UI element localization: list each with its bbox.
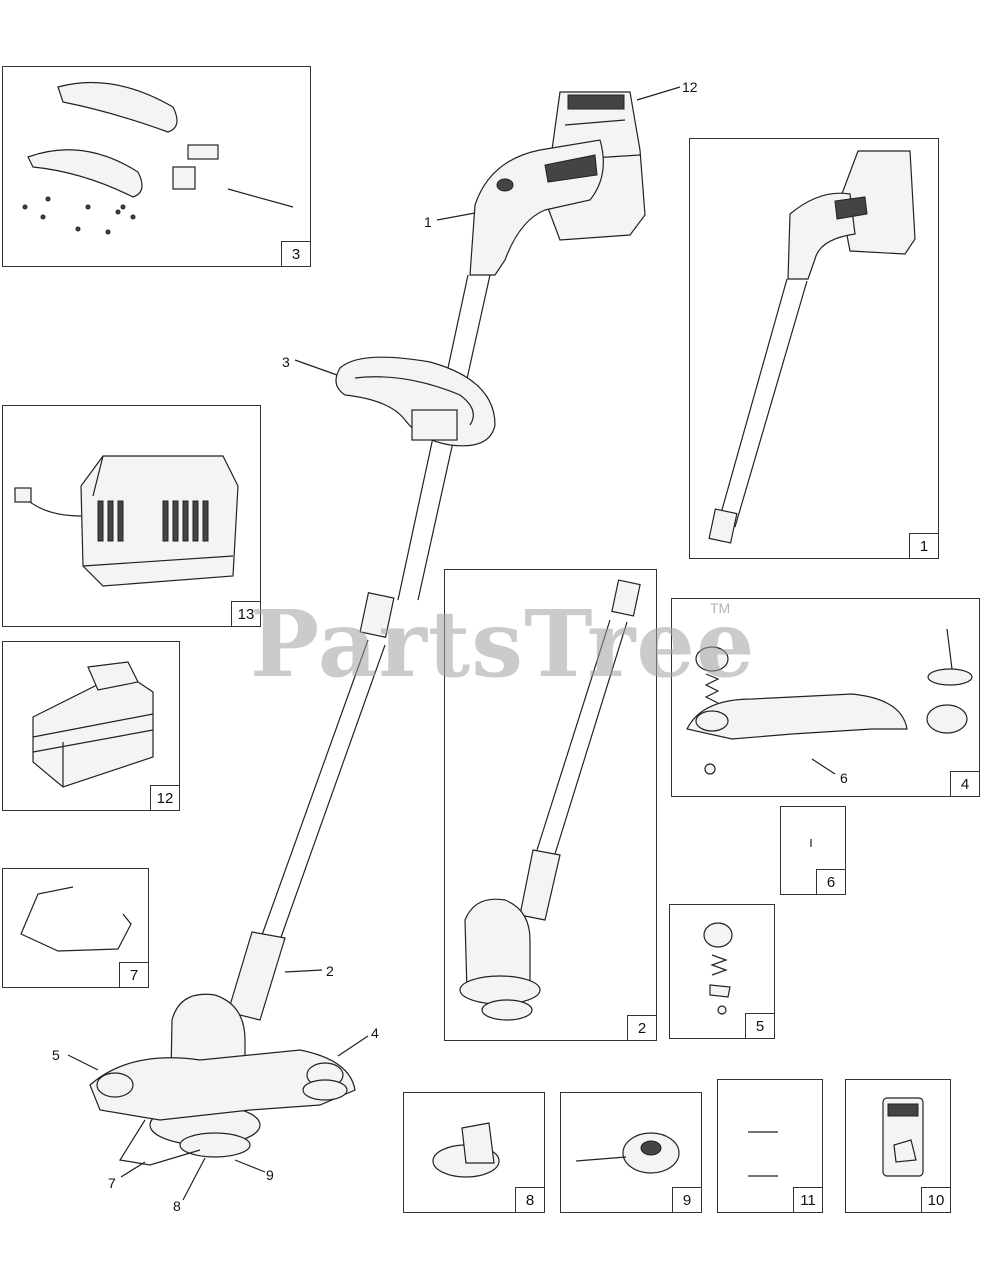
panel-1: 1 <box>689 138 939 559</box>
callout-3: 3 <box>282 354 290 370</box>
battery-drawing <box>32 661 154 788</box>
panel-9-number: 9 <box>672 1187 702 1213</box>
knob-spring-drawing <box>703 922 733 1015</box>
panel-10-number: 10 <box>921 1187 951 1213</box>
panel-13: 13 <box>2 405 261 627</box>
lower-shaft-assembly-drawing <box>459 579 641 1021</box>
panel-10: 10 <box>845 1079 951 1213</box>
panel-2-number: 2 <box>627 1015 657 1041</box>
panel-6: 6 <box>780 806 846 895</box>
panel-8-number: 8 <box>515 1187 545 1213</box>
spool-cover-drawing <box>432 1122 500 1178</box>
callout-12: 12 <box>682 79 698 95</box>
panel-8: 8 <box>403 1092 545 1213</box>
panel-7-number: 7 <box>119 962 149 988</box>
charger-drawing <box>14 455 239 587</box>
handle-drawing <box>469 139 604 276</box>
decal-drawing <box>882 1097 924 1177</box>
panel-9: 9 <box>560 1092 702 1213</box>
callout-9: 9 <box>266 1167 274 1183</box>
upper-shaft-assembly-drawing <box>708 150 916 544</box>
panel-12: 12 <box>2 641 180 811</box>
panel-4-callout-6: 6 <box>840 770 848 786</box>
watermark-trademark: TM <box>710 600 731 616</box>
callout-8: 8 <box>173 1198 181 1214</box>
aux-handle-kit-drawing <box>22 81 294 235</box>
guard-assembly-drawing <box>686 628 973 775</box>
panel-3: 3 <box>2 66 311 267</box>
panel-4-number: 4 <box>950 771 980 797</box>
wire-guard-drawing <box>20 886 132 952</box>
panel-6-number: 6 <box>816 869 846 895</box>
pins-drawing <box>748 1131 778 1177</box>
trimmer-head-drawing <box>89 993 356 1166</box>
panel-11-number: 11 <box>793 1187 823 1213</box>
panel-13-number: 13 <box>231 601 261 627</box>
spool-drawing <box>575 1132 680 1174</box>
callout-7: 7 <box>108 1175 116 1191</box>
panel-11: 11 <box>717 1079 823 1213</box>
panel-7: 7 <box>2 868 149 988</box>
callout-2: 2 <box>326 963 334 979</box>
auxiliary-handle-drawing <box>335 356 496 447</box>
panel-3-number: 3 <box>281 241 311 267</box>
panel-1-number: 1 <box>909 533 939 559</box>
panel-5: 5 <box>669 904 775 1039</box>
callout-5: 5 <box>52 1047 60 1063</box>
callout-4: 4 <box>371 1025 379 1041</box>
panel-4: 6 4 <box>671 598 980 797</box>
panel-12-number: 12 <box>150 785 180 811</box>
callout-1: 1 <box>424 214 432 230</box>
panel-5-number: 5 <box>745 1013 775 1039</box>
panel-2: 2 <box>444 569 657 1041</box>
screw-drawing <box>810 839 812 847</box>
